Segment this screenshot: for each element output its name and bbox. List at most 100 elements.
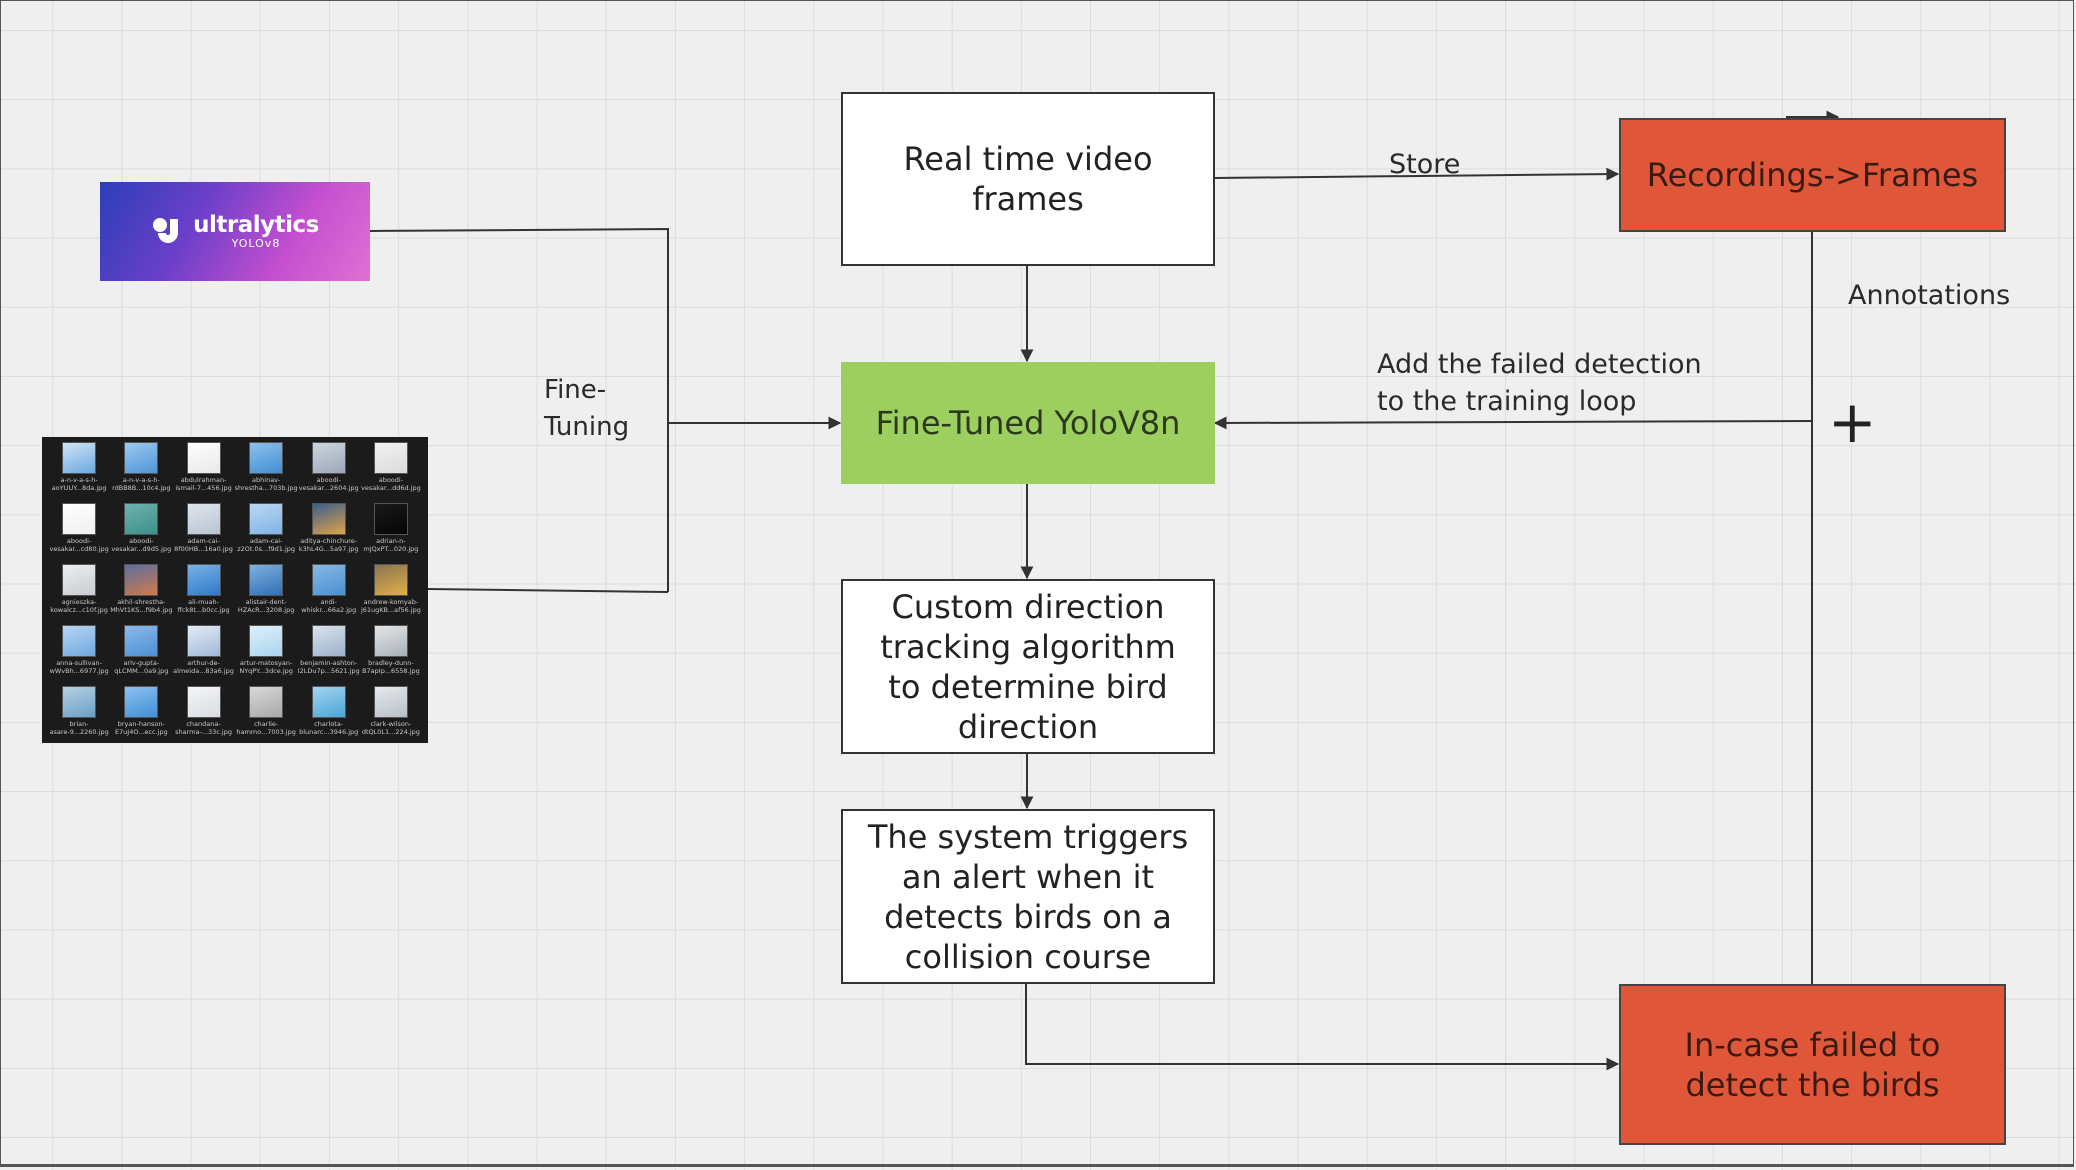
gallery-item[interactable]: charlota- blunarc...3946.jpg — [298, 683, 360, 744]
thumbnail-filename: aboodi- vesakar...cd80.jpg — [49, 537, 109, 553]
thumbnail-filename: a-n-v-a-s-h- aoYUUY...8da.jpg — [51, 476, 107, 492]
bird-photo-thumbnail — [124, 503, 159, 535]
dataset-thumbnail-gallery: a-n-v-a-s-h- aoYUUY...8da.jpg a-n-v-a-s-h… — [42, 437, 428, 743]
thumbnail-filename: anna-sullivan- wWvBh...6977.jpg — [49, 659, 109, 675]
line-gallery-to-bracket — [427, 588, 669, 593]
thumbnail-filename: abhinav- shrestha...703b.jpg — [234, 476, 298, 492]
gallery-item[interactable]: abhinav- shrestha...703b.jpg — [235, 439, 298, 500]
bird-photo-thumbnail — [373, 686, 408, 718]
bird-photo-thumbnail — [186, 503, 221, 535]
thumbnail-filename: andrew-komyab- j61ugKB...af56.jpg — [360, 598, 421, 614]
gallery-item[interactable]: aboodi- vesakar...2604.jpg — [298, 439, 360, 500]
bird-photo-thumbnail — [124, 625, 159, 657]
node-realtime-label: Real time video frames — [903, 140, 1153, 218]
gallery-item[interactable]: andi- whiskr...66a2.jpg — [298, 561, 360, 622]
gallery-item[interactable]: alistair-dent- HZAcR...3208.jpg — [235, 561, 298, 622]
node-fine-tuned-yolov8n[interactable]: Fine-Tuned YoloV8n — [841, 362, 1215, 484]
thumbnail-filename: akhil-shrestha- MhVt1KS...f9b4.jpg — [110, 598, 173, 614]
bird-photo-thumbnail — [124, 564, 159, 596]
gallery-item[interactable]: aboodi- vesakar...cd80.jpg — [48, 500, 110, 561]
thumbnail-filename: agnieszka- kowalcz...c10f.jpg — [50, 598, 108, 614]
bird-photo-thumbnail — [311, 564, 346, 596]
gallery-item[interactable]: bryan-hanson- E7uJ4O...ecc.jpg — [110, 683, 172, 744]
label-fine-tuning: Fine- Tuning — [544, 375, 630, 442]
gallery-item[interactable]: adam-cai- z2Ot.0s...f9d1.jpg — [235, 500, 298, 561]
label-add-failed-detection: Add the failed detection to the training… — [1377, 349, 1702, 417]
gallery-item[interactable]: adrian-n- mJQxPT...020.jpg — [360, 500, 422, 561]
bird-photo-thumbnail — [311, 442, 346, 474]
thumbnail-filename: brian- asare-9...2260.jpg — [49, 720, 109, 736]
gallery-item[interactable]: charlie- hammo...7003.jpg — [235, 683, 298, 744]
node-failed-detection[interactable]: In-case failed to detect the birds — [1619, 984, 2006, 1145]
thumbnail-filename: alistair-dent- HZAcR...3208.jpg — [237, 598, 295, 614]
gallery-item[interactable]: ali-muah- ffck8t...b0cc.jpg — [172, 561, 234, 622]
bird-photo-thumbnail — [373, 503, 408, 535]
node-failed-label: In-case failed to detect the birds — [1684, 1025, 1941, 1104]
arrow-alert-to-failed — [1025, 984, 1620, 1071]
gallery-item[interactable]: benjamin-ashton- I2LDu7p...5621.jpg — [298, 622, 360, 683]
node-direction-tracking[interactable]: Custom direction tracking algorithm to d… — [841, 579, 1215, 754]
thumbnail-filename: clark-wilson- dtQL0L1...224.jpg — [361, 720, 420, 736]
gallery-item[interactable]: arthur-de- almeida...83a6.jpg — [172, 622, 234, 683]
ultralytics-yolov8-logo: ultralytics YOLOv8 — [100, 182, 370, 281]
bird-photo-thumbnail — [373, 625, 408, 657]
thumbnail-filename: abdulrahman- ismail-7...456.jpg — [175, 476, 232, 492]
gallery-item[interactable]: bradley-dunn- B7apIp...6558.jpg — [360, 622, 422, 683]
thumbnail-filename: arlv-gupta- qLCMM...0a9.jpg — [114, 659, 169, 675]
gallery-item[interactable]: andrew-komyab- j61ugKB...af56.jpg — [360, 561, 422, 622]
bird-photo-thumbnail — [186, 564, 221, 596]
thumbnail-filename: benjamin-ashton- I2LDu7p...5621.jpg — [297, 659, 360, 675]
logo-name: ultralytics — [193, 212, 319, 238]
thumbnail-filename: adam-cai- 8f00HB...16a0.jpg — [174, 537, 233, 553]
bird-photo-thumbnail — [249, 686, 284, 718]
thumbnail-filename: aboodi- vesakar...dd6d.jpg — [361, 476, 421, 492]
thumbnail-filename: bryan-hanson- E7uJ4O...ecc.jpg — [114, 720, 168, 736]
thumbnail-filename: a-n-v-a-s-h- rdBB8B...10c4.jpg — [112, 476, 171, 492]
logo-wordmark: ultralytics YOLOv8 — [193, 213, 319, 250]
node-recordings-frames[interactable]: Recordings->Frames — [1619, 118, 2006, 232]
gallery-item[interactable]: agnieszka- kowalcz...c10f.jpg — [48, 561, 110, 622]
logo-subtitle: YOLOv8 — [231, 237, 281, 250]
bird-photo-thumbnail — [124, 686, 159, 718]
node-realtime-video-frames[interactable]: Real time video frames — [841, 92, 1215, 266]
gallery-item[interactable]: arlv-gupta- qLCMM...0a9.jpg — [110, 622, 172, 683]
gallery-item[interactable]: akhil-shrestha- MhVt1KS...f9b4.jpg — [110, 561, 172, 622]
bird-photo-thumbnail — [186, 442, 221, 474]
gallery-item[interactable]: abdulrahman- ismail-7...456.jpg — [172, 439, 234, 500]
thumbnail-filename: artur-matosyan- NYqPY...3dce.jpg — [239, 659, 293, 675]
bird-photo-thumbnail — [373, 442, 408, 474]
bird-photo-thumbnail — [62, 503, 97, 535]
thumbnail-filename: adam-cai- z2Ot.0s...f9d1.jpg — [237, 537, 296, 553]
gallery-item[interactable]: aditya-chinchure- k3hL4G...5a97.jpg — [298, 500, 360, 561]
thumbnail-filename: aboodi- vesakar...d9d5.jpg — [111, 537, 172, 553]
label-annotations: Annotations — [1848, 280, 2011, 311]
gallery-item[interactable]: clark-wilson- dtQL0L1...224.jpg — [360, 683, 422, 744]
bird-photo-thumbnail — [249, 625, 284, 657]
thumbnail-filename: aboodi- vesakar...2604.jpg — [298, 476, 359, 492]
gallery-item[interactable]: brian- asare-9...2260.jpg — [48, 683, 110, 744]
gallery-item[interactable]: anna-sullivan- wWvBh...6977.jpg — [48, 622, 110, 683]
thumbnail-filename: adrian-n- mJQxPT...020.jpg — [363, 537, 419, 553]
node-finetuned-label: Fine-Tuned YoloV8n — [875, 404, 1181, 442]
bird-photo-thumbnail — [62, 686, 97, 718]
bird-photo-thumbnail — [62, 442, 97, 474]
gallery-item[interactable]: adam-cai- 8f00HB...16a0.jpg — [172, 500, 234, 561]
gallery-item[interactable]: aboodi- vesakar...dd6d.jpg — [360, 439, 422, 500]
thumbnail-filename: andi- whiskr...66a2.jpg — [301, 598, 357, 614]
node-alert-label: The system triggers an alert when it det… — [867, 817, 1189, 976]
gallery-item[interactable]: chandana- sharma-...33c.jpg — [172, 683, 234, 744]
gallery-item[interactable]: a-n-v-a-s-h- rdBB8B...10c4.jpg — [110, 439, 172, 500]
gallery-item[interactable]: aboodi- vesakar...d9d5.jpg — [110, 500, 172, 561]
bird-photo-thumbnail — [311, 625, 346, 657]
thumbnail-filename: charlota- blunarc...3946.jpg — [299, 720, 359, 736]
thumbnail-filename: bradley-dunn- B7apIp...6558.jpg — [362, 659, 420, 675]
bird-photo-thumbnail — [186, 686, 221, 718]
gallery-item[interactable]: a-n-v-a-s-h- aoYUUY...8da.jpg — [48, 439, 110, 500]
label-store: Store — [1389, 149, 1461, 180]
thumbnail-filename: arthur-de- almeida...83a6.jpg — [173, 659, 234, 675]
bird-photo-thumbnail — [249, 503, 284, 535]
node-collision-alert[interactable]: The system triggers an alert when it det… — [841, 809, 1215, 984]
gallery-item[interactable]: artur-matosyan- NYqPY...3dce.jpg — [235, 622, 298, 683]
bird-photo-thumbnail — [249, 564, 284, 596]
